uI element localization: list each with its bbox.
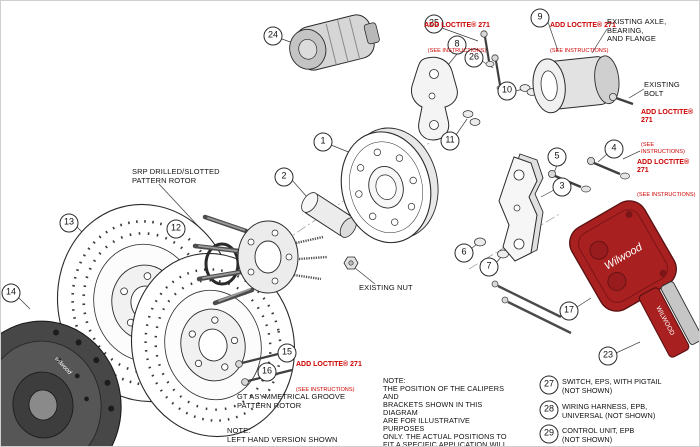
callout-14: 14 bbox=[1, 283, 21, 303]
callout-10: 10 bbox=[497, 81, 517, 101]
loctite-subtitle: (SEE INSTRUCTIONS) bbox=[637, 192, 696, 198]
mounting-pins-drawing bbox=[491, 280, 572, 335]
bracket-bolts-drawing bbox=[480, 30, 506, 91]
callout-29: 29 bbox=[539, 424, 559, 444]
callout-3: 3 bbox=[552, 177, 572, 197]
label-note-main: NOTE: THE POSITION OF THE CALIPERS AND B… bbox=[383, 376, 508, 447]
callout-13: 13 bbox=[59, 213, 79, 233]
legend-item-27: SWITCH, EPS, WITH PIGTAIL (NOT SHOWN) bbox=[562, 377, 662, 395]
callout-26: 26 bbox=[464, 48, 484, 68]
label-gt-rotor: GT ASYMMETRICAL GROOVE PATTERN ROTOR bbox=[237, 392, 346, 410]
callout-9: 9 bbox=[530, 8, 550, 28]
epb-motor-drawing bbox=[289, 14, 380, 71]
label-note-left-hand: NOTE: LEFT HAND VERSION SHOWN bbox=[227, 426, 338, 444]
caliper-bracket-drawing bbox=[498, 153, 544, 262]
legend-item-28: WIRING HARNESS, EPB, UNIVERSAL (NOT SHOW… bbox=[562, 402, 656, 420]
rotor-adapter-drawing: wilwood bbox=[1, 320, 122, 446]
label-existing-bolt: EXISTING BOLT bbox=[644, 80, 680, 98]
brake-pads-drawing: WILWOOD bbox=[638, 281, 699, 358]
washers-drawing bbox=[462, 84, 538, 259]
loctite-label-top-right: ADD LOCTITE® 271 (SEE INSTRUCTIONS) bbox=[550, 4, 616, 72]
o-ring-drawing bbox=[204, 242, 240, 286]
loctite-subtitle: (SEE INSTRUCTIONS) bbox=[550, 47, 609, 54]
callout-25: 25 bbox=[424, 14, 444, 34]
loctite-title: ADD LOCTITE® 271 bbox=[550, 22, 616, 29]
label-existing-nut: EXISTING NUT bbox=[359, 283, 413, 292]
callout-4: 4 bbox=[604, 139, 624, 159]
callout-12: 12 bbox=[166, 219, 186, 239]
loctite-label-bottom: ADD LOCTITE® 271 (SEE INSTRUCTIONS) bbox=[296, 343, 362, 411]
callout-17: 17 bbox=[559, 301, 579, 321]
label-existing-axle: EXISTING AXLE, BEARING, AND FLANGE bbox=[607, 17, 667, 43]
callout-11: 11 bbox=[440, 131, 460, 151]
callout-7: 7 bbox=[479, 257, 499, 277]
loctite-subtitle: (SEE INSTRUCTIONS) bbox=[427, 47, 487, 54]
callout-24: 24 bbox=[263, 26, 283, 46]
callout-16: 16 bbox=[257, 362, 277, 382]
callout-2: 2 bbox=[274, 167, 294, 187]
callout-23: 23 bbox=[598, 346, 618, 366]
callout-8: 8 bbox=[447, 35, 467, 55]
existing-bolt-drawing bbox=[609, 93, 634, 106]
loctite-title: ADD LOCTITE® 271 bbox=[637, 159, 690, 174]
label-srp-rotor: SRP DRILLED/SLOTTED PATTERN ROTOR bbox=[132, 167, 220, 185]
loctite-title: ADD LOCTITE® 271 bbox=[641, 109, 694, 124]
loctite-subtitle: (SEE INSTRUCTIONS) bbox=[296, 386, 355, 393]
callout-6: 6 bbox=[454, 243, 474, 263]
callout-5: 5 bbox=[547, 147, 567, 167]
loctite-label-top-center: ADD LOCTITE® 271 (SEE INSTRUCTIONS) bbox=[415, 4, 499, 72]
caliper-drawing: Wilwood bbox=[569, 200, 677, 312]
callout-28: 28 bbox=[539, 400, 559, 420]
spacer-tube-drawing bbox=[301, 192, 357, 238]
gt-rotor-drawing bbox=[130, 252, 296, 438]
axle-bearing-drawing bbox=[532, 55, 620, 114]
loctite-label-right-upper: ADD LOCTITE® 271 (SEE INSTRUCTIONS) bbox=[641, 91, 699, 173]
drive-flange-drawing bbox=[340, 127, 439, 244]
loctite-title: ADD LOCTITE® 271 bbox=[296, 361, 362, 368]
existing-nut-drawing bbox=[343, 256, 359, 270]
legend-item-29: CONTROL UNIT, EPB (NOT SHOWN) bbox=[562, 426, 635, 444]
callout-27: 27 bbox=[539, 375, 559, 395]
callout-1: 1 bbox=[313, 132, 333, 152]
upper-bracket-drawing bbox=[411, 56, 458, 141]
hub-drawing bbox=[192, 214, 328, 306]
loctite-title: ADD LOCTITE® 271 bbox=[424, 22, 490, 29]
loctite-label-right-mid: ADD LOCTITE® 271 (SEE INSTRUCTIONS) bbox=[637, 141, 699, 217]
loctite-subtitle: (SEE INSTRUCTIONS) bbox=[641, 142, 685, 155]
callout-15: 15 bbox=[277, 343, 297, 363]
